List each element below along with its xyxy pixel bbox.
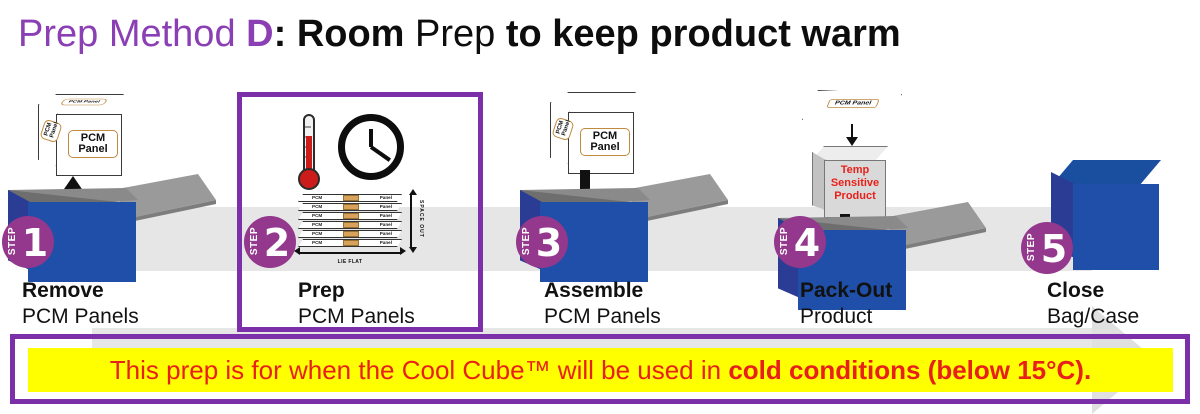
step-caption-4: Pack-Out Product bbox=[800, 278, 1030, 330]
thermometer-bulb bbox=[298, 168, 320, 190]
space-out-label: SPACE OUT bbox=[418, 200, 424, 238]
pcm-plate-body bbox=[802, 90, 902, 124]
thermometer-icon bbox=[296, 114, 322, 192]
footer-note-normal: This prep is for when the Cool Cube™ wil… bbox=[109, 355, 729, 385]
step-caption-3: Assemble PCM Panels bbox=[544, 278, 774, 330]
open-box-icon bbox=[0, 168, 216, 288]
step-badge-number-4: 4 bbox=[793, 221, 821, 265]
step-badge-number-3: 3 bbox=[535, 221, 563, 265]
stack-panel-label: PCM Panel bbox=[312, 204, 392, 210]
step-badge-5: STEP 5 bbox=[1021, 222, 1073, 274]
panel-chip bbox=[342, 195, 359, 201]
stack-panel-label: PCM Panel bbox=[312, 213, 392, 219]
panel-chip bbox=[342, 231, 359, 237]
footer-banner: This prep is for when the Cool Cube™ wil… bbox=[28, 348, 1173, 392]
step-title-5: Close bbox=[1047, 279, 1105, 302]
step-badge-word-3: STEP bbox=[521, 227, 532, 256]
footer-frame bbox=[10, 334, 1190, 404]
lie-flat-arrow-left bbox=[294, 247, 300, 255]
step-title-2: Prep bbox=[298, 279, 345, 302]
thin-arrow-head bbox=[846, 137, 858, 146]
pcm-panel-stack-icon: PCM Panel PCM Panel PCM Panel PCM Panel bbox=[294, 189, 424, 265]
pcm-panel-cube-icon: PCM Panel PCM Panel bbox=[546, 90, 642, 178]
step-caption-5: Close Bag/Case bbox=[1047, 278, 1200, 330]
step-subtitle-4: Product bbox=[800, 305, 873, 328]
thin-arrow-down-icon bbox=[846, 124, 858, 146]
title-prep-method: Prep Method bbox=[18, 13, 247, 55]
step-caption-2: Prep PCM Panels bbox=[298, 278, 528, 330]
step-badge-number-5: 5 bbox=[1040, 227, 1068, 271]
space-out-arrow-bottom bbox=[409, 247, 417, 253]
stack-panel-label: PCM Panel bbox=[312, 240, 392, 246]
stack-panel-label: PCM Panel bbox=[312, 222, 392, 228]
space-out-arrow-top bbox=[409, 189, 417, 195]
title-colon: : bbox=[273, 13, 297, 55]
step-badge-number-2: 2 bbox=[263, 221, 291, 265]
step-badge-3: STEP 3 bbox=[516, 216, 568, 268]
step-title-3: Assemble bbox=[544, 279, 644, 302]
panel-chip bbox=[342, 204, 359, 210]
step-2-highlight-frame bbox=[237, 92, 483, 332]
clock-icon bbox=[338, 114, 404, 180]
clock-hour-hand bbox=[369, 129, 373, 147]
step-badge-number-1: 1 bbox=[21, 221, 49, 265]
footer-note-bold: cold conditions (below 15°C). bbox=[728, 355, 1092, 385]
step-column-3: PCM Panel PCM Panel STEP 3 Assemble PCM … bbox=[500, 86, 750, 336]
footer-note: This prep is for when the Cool Cube™ wil… bbox=[110, 348, 1091, 392]
step-subtitle-1: PCM Panels bbox=[22, 305, 139, 328]
step-caption-1: Remove PCM Panels bbox=[22, 278, 252, 330]
step-column-5: STEP 5 Close Bag/Case bbox=[985, 86, 1200, 336]
step-subtitle-2: PCM Panels bbox=[298, 305, 415, 328]
space-out-dimension-line bbox=[409, 189, 417, 253]
panel-chip bbox=[342, 222, 359, 228]
step-badge-4: STEP 4 bbox=[774, 216, 826, 268]
pcm-cube-top-label: PCM Panel bbox=[59, 98, 109, 106]
title-method-letter: D bbox=[246, 13, 274, 55]
temp-sensitive-product-icon: Temp Sensitive Product bbox=[810, 144, 896, 222]
lie-flat-arrow-right bbox=[400, 247, 406, 255]
pcm-cube-front-label: PCM Panel bbox=[68, 130, 118, 158]
panel-chip bbox=[342, 240, 359, 246]
thin-arrow-stem bbox=[851, 124, 853, 138]
step-badge-2: STEP 2 bbox=[244, 216, 296, 268]
title-room: Room bbox=[296, 13, 416, 55]
arrow-down-stem bbox=[580, 170, 590, 204]
step-title-1: Remove bbox=[22, 279, 104, 302]
closed-box-front-face bbox=[1073, 184, 1159, 270]
title-tagline: to keep product warm bbox=[505, 13, 901, 55]
step-badge-word-5: STEP bbox=[1026, 233, 1037, 262]
pcm-cube-front-label: PCM Panel bbox=[580, 128, 630, 156]
step-column-4: PCM Panel Temp Sensitive Product bbox=[760, 86, 1010, 336]
lie-flat-label: LIE FLAT bbox=[337, 259, 363, 265]
product-box-label: Temp Sensitive Product bbox=[830, 164, 880, 202]
thermometer-mercury bbox=[306, 136, 312, 176]
pcm-panel-plate-icon: PCM Panel bbox=[802, 90, 902, 126]
thermometer-tick bbox=[305, 126, 311, 128]
page-title: Prep Method D: Room Prep to keep product… bbox=[18, 8, 1178, 60]
arrow-up-head bbox=[62, 176, 84, 192]
step-badge-1: STEP 1 bbox=[2, 216, 54, 268]
title-prep: Prep bbox=[415, 13, 506, 55]
step-subtitle-3: PCM Panels bbox=[544, 305, 661, 328]
product-box-front-face bbox=[824, 160, 886, 218]
lie-flat-dimension-line bbox=[294, 247, 406, 255]
pcm-panel-cube-icon: PCM Panel PCM Panel PCM Panel bbox=[34, 92, 130, 180]
step-column-1: PCM Panel PCM Panel PCM Panel STEP 1 Rem… bbox=[0, 86, 250, 336]
step-title-4: Pack-Out bbox=[800, 279, 893, 302]
stack-panel-label: PCM Panel bbox=[312, 195, 392, 201]
step-subtitle-5: Bag/Case bbox=[1047, 305, 1140, 328]
closed-box-icon bbox=[1047, 158, 1177, 278]
step-badge-word-2: STEP bbox=[249, 227, 260, 256]
stack-panel-label: PCM Panel bbox=[312, 231, 392, 237]
step-badge-word-4: STEP bbox=[779, 227, 790, 256]
process-diagram: PCM Panel PCM Panel PCM Panel STEP 1 Rem… bbox=[0, 86, 1200, 414]
step-badge-word-1: STEP bbox=[7, 227, 18, 256]
panel-chip bbox=[342, 213, 359, 219]
pcm-plate-label: PCM Panel bbox=[826, 99, 880, 108]
step-column-2: PCM Panel PCM Panel PCM Panel PCM Panel bbox=[240, 86, 490, 336]
clock-minute-hand bbox=[369, 145, 391, 162]
